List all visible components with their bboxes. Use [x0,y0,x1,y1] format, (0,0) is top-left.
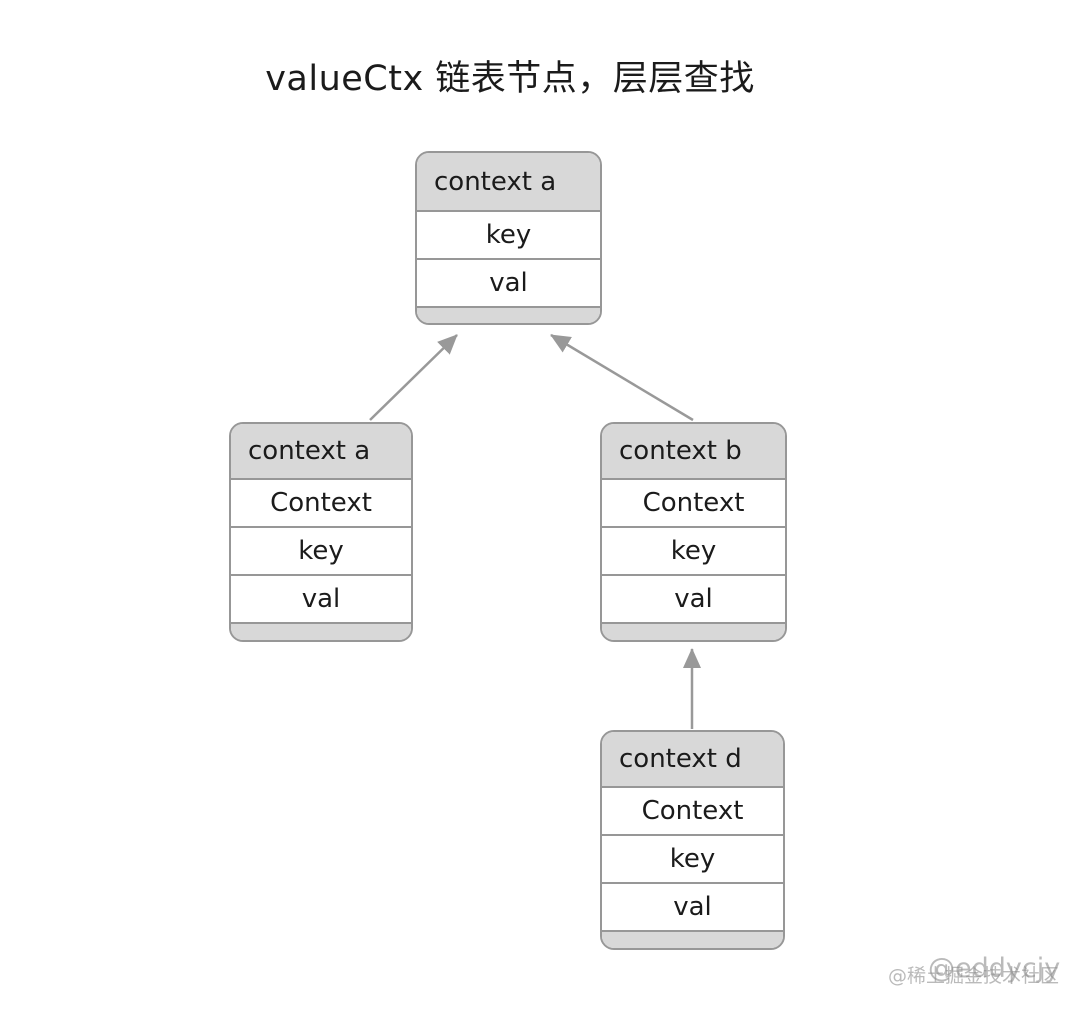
arrow-left-child-to-root [369,334,458,421]
node-context-a-child: context a Context key val [229,422,413,642]
node-footer [231,624,411,640]
watermark-site-text: @稀土掘金技术社区 [888,965,1060,987]
node-header: context d [602,732,783,788]
node-row-context: Context [602,788,783,836]
node-row-key: key [417,212,600,260]
node-row-context: Context [602,480,785,528]
node-row-key: key [231,528,411,576]
node-row-val: val [602,884,783,932]
node-row-val: val [602,576,785,624]
node-row-context: Context [231,480,411,528]
node-footer [417,308,600,323]
node-footer [602,624,785,640]
node-context-d: context d Context key val [600,730,785,950]
node-header: context b [602,424,785,480]
watermark-author-text: @eddycjy [928,953,1061,984]
diagram-title: valueCtx 链表节点，层层查找 [265,59,755,99]
arrow-right-child-to-root [550,333,694,422]
node-footer [602,932,783,948]
node-context-a-root: context a key val [415,151,602,325]
node-context-b: context b Context key val [600,422,787,642]
node-row-val: val [231,576,411,624]
node-header: context a [231,424,411,480]
node-row-key: key [602,528,785,576]
node-header: context a [417,153,600,212]
node-row-val: val [417,260,600,308]
node-row-key: key [602,836,783,884]
